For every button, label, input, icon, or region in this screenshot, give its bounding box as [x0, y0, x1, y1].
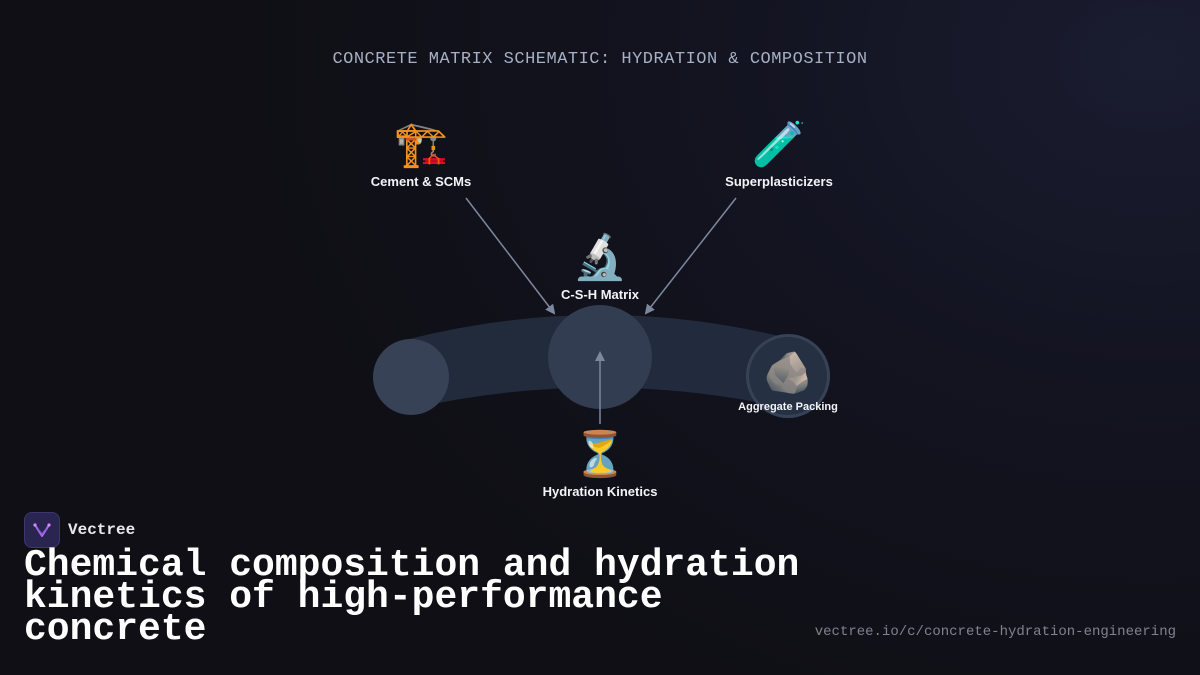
band-left-node	[373, 339, 449, 415]
node-hydration-label: Hydration Kinetics	[542, 484, 658, 499]
headline: Chemical composition and hydration kinet…	[24, 544, 800, 651]
node-hydration: ⏳ Hydration Kinetics	[542, 429, 658, 500]
node-aggregate-label: Aggregate Packing	[738, 401, 838, 413]
node-superplasticizers-label: Superplasticizers	[725, 174, 833, 189]
hourglass-icon: ⏳	[572, 429, 628, 480]
edge-cement-to-csh	[465, 197, 556, 315]
node-csh-matrix-label: C-S-H Matrix	[560, 287, 640, 302]
diagram-title: CONCRETE MATRIX SCHEMATIC: HYDRATION & C…	[332, 50, 868, 69]
test-tube-icon: 🧪	[751, 119, 807, 170]
node-superplasticizers: 🧪 Superplasticizers	[725, 119, 833, 190]
band-right-node-inner	[749, 337, 827, 415]
node-aggregate: 🪨 Aggregate Packing	[738, 351, 838, 413]
node-cement-label: Cement & SCMs	[370, 174, 472, 189]
brand-name: Vectree	[68, 521, 136, 539]
microscope-icon: 🔬	[572, 232, 628, 283]
source-url[interactable]: vectree.io/c/concrete-hydration-engineer…	[814, 624, 1176, 640]
edge-superplasticizers-to-csh	[644, 197, 737, 315]
crane-icon: 🏗️	[393, 119, 449, 170]
node-cement: 🏗️ Cement & SCMs	[370, 119, 472, 190]
node-csh-matrix: 🔬 C-S-H Matrix	[560, 232, 640, 303]
brand: Vectree	[24, 512, 135, 548]
rock-icon: 🪨	[763, 350, 813, 396]
vectree-logo-icon	[24, 512, 60, 548]
